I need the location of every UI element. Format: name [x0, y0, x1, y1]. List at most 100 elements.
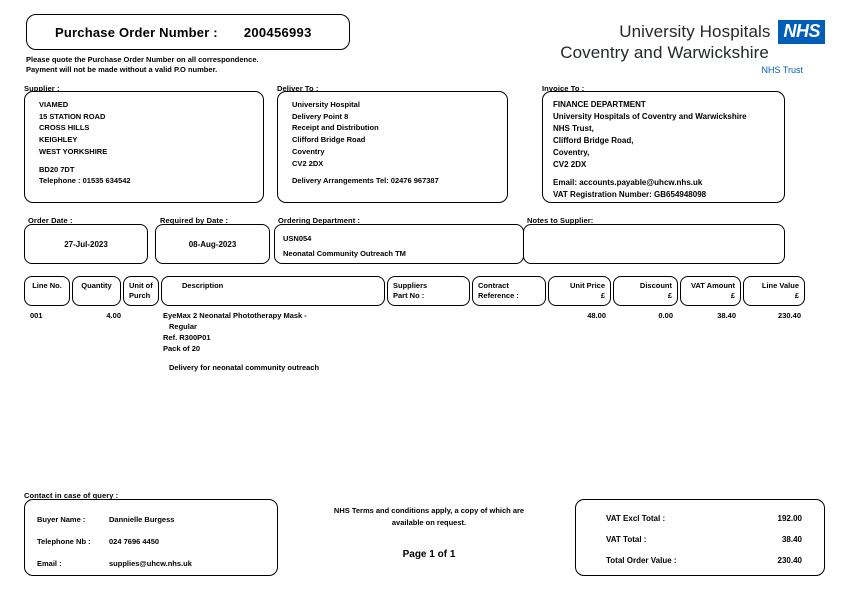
invoice-line-1: FINANCE DEPARTMENT — [553, 100, 646, 109]
column-header-supplier-line-2: Part No : — [393, 290, 425, 300]
terms-line-2: available on request. — [391, 517, 467, 527]
total-order-value-value: 230.40 — [777, 556, 802, 565]
supplier-postcode: BD20 7DT — [39, 164, 75, 174]
contact-details-box: Buyer Name : Dannielle Burgess Telephone… — [24, 499, 278, 576]
purchase-order-number-box: Purchase Order Number : 200456993 — [26, 14, 350, 50]
contact-row-buyer: Buyer Name : Dannielle Burgess — [37, 509, 277, 531]
table-row-delivery-note: Delivery for neonatal community outreach — [169, 363, 320, 372]
email-value: supplies@uhcw.nhs.uk — [109, 559, 192, 568]
totals-row-order-total: Total Order Value : 230.40 — [576, 550, 824, 571]
notes-to-supplier-label: Notes to Supplier: — [527, 216, 594, 225]
deliver-to-address-box: University Hospital Delivery Point 8 Rec… — [277, 91, 508, 203]
po-note-line-2: Payment will not be made without a valid… — [26, 65, 218, 74]
invoice-to-address-box: FINANCE DEPARTMENT University Hospitals … — [542, 91, 785, 203]
purchase-order-note: Please quote the Purchase Order Number o… — [26, 55, 446, 75]
page-number: Page 1 of 1 — [402, 549, 456, 560]
trust-name-line-2: Coventry and Warwickshire — [560, 43, 769, 62]
column-header-vat-line-1: VAT Amount — [690, 281, 735, 290]
column-header-quantity: Quantity — [72, 276, 121, 306]
department-code: USN054 — [283, 234, 312, 243]
purchase-order-number-label: Purchase Order Number : — [55, 24, 218, 40]
deliver-line-3: Receipt and Distribution — [292, 123, 379, 133]
buyer-name-label: Buyer Name : — [37, 515, 86, 524]
column-header-contract-line-1: Contract — [478, 281, 509, 290]
vat-excl-total-label: VAT Excl Total : — [606, 514, 666, 523]
invoice-line-4: Clifford Bridge Road, — [553, 136, 634, 145]
notes-to-supplier-box — [523, 224, 785, 264]
invoice-to-label: Invoice To : — [542, 84, 585, 93]
description-line-1: EyeMax 2 Neonatal Phototherapy Mask - — [163, 311, 307, 320]
column-header-discount-line-1: Discount — [639, 281, 672, 290]
required-by-date-label: Required by Date : — [160, 216, 229, 225]
supplier-line-2: 15 STATION ROAD — [39, 111, 106, 121]
column-header-suppliers-part-no: Suppliers Part No : — [387, 276, 470, 306]
terms-line-1: NHS Terms and conditions apply, a copy o… — [333, 506, 525, 515]
terms-and-conditions: NHS Terms and conditions apply, a copy o… — [300, 505, 558, 528]
table-row-unit-price: 48.00 — [587, 311, 606, 320]
table-row-quantity: 4.00 — [106, 311, 121, 320]
invoice-email: Email: accounts.payable@uhcw.nhs.uk — [553, 178, 703, 187]
column-header-value-currency: £ — [794, 290, 799, 300]
column-header-description-text: Description — [182, 281, 224, 290]
email-label: Email : — [37, 559, 62, 568]
table-row-vat-amount: 38.40 — [717, 311, 736, 320]
column-header-unit-price: Unit Price £ — [548, 276, 611, 306]
ordering-department-box: USN054 Neonatal Community Outreach TM — [274, 224, 524, 264]
column-header-price-currency: £ — [600, 290, 605, 300]
deliver-line-1: University Hospital — [292, 100, 360, 109]
column-header-quantity-text: Quantity — [81, 281, 112, 290]
invoice-line-5: Coventry, — [553, 148, 590, 157]
totals-row-vat-total: VAT Total : 38.40 — [576, 529, 824, 550]
supplier-line-1: VIAMED — [39, 100, 69, 109]
contact-row-email: Email : supplies@uhcw.nhs.uk — [37, 553, 277, 575]
invoice-line-6: CV2 2DX — [553, 160, 587, 169]
totals-box: VAT Excl Total : 192.00 VAT Total : 38.4… — [575, 499, 825, 576]
column-header-supplier-line-1: Suppliers — [393, 281, 428, 290]
column-header-unit-of-purchase: Unit of Purch — [123, 276, 159, 306]
table-row-discount: 0.00 — [658, 311, 673, 320]
trust-subtitle: NHS Trust — [761, 65, 803, 75]
invoice-line-2: University Hospitals of Coventry and War… — [553, 112, 747, 121]
order-date-value: 27-Jul-2023 — [64, 240, 108, 249]
delivery-arrangements: Delivery Arrangements Tel: 02476 967387 — [292, 176, 439, 186]
department-name: Neonatal Community Outreach TM — [283, 249, 406, 258]
column-header-vat-currency: £ — [730, 290, 735, 300]
description-line-3: Ref. R300P01 — [163, 333, 211, 342]
column-header-unit-line-1: Unit of — [129, 281, 153, 290]
supplier-telephone: Telephone : 01535 634542 — [39, 176, 131, 186]
column-header-contract-reference: Contract Reference : — [472, 276, 546, 306]
total-order-value-label: Total Order Value : — [606, 556, 677, 565]
buyer-name-value: Dannielle Burgess — [109, 515, 175, 524]
required-by-date-value: 08-Aug-2023 — [188, 240, 237, 249]
table-row-description: EyeMax 2 Neonatal Phototherapy Mask - Re… — [163, 310, 393, 354]
column-header-line-value: Line Value £ — [743, 276, 805, 306]
invoice-vat-registration: VAT Registration Number: GB654948098 — [553, 190, 707, 199]
contact-query-label: Contact in case of query : — [24, 491, 119, 500]
column-header-discount-currency: £ — [667, 290, 672, 300]
column-header-value-line-1: Line Value — [761, 281, 799, 290]
deliver-line-4: Clifford Bridge Road — [292, 135, 366, 145]
column-header-line-no: Line No. — [24, 276, 70, 306]
purchase-order-number-value: 200456993 — [243, 24, 312, 40]
totals-row-vat-excl: VAT Excl Total : 192.00 — [576, 508, 824, 529]
column-header-unit-line-2: Purch — [129, 290, 151, 300]
column-header-description: Description — [161, 276, 385, 306]
po-note-line-1: Please quote the Purchase Order Number o… — [26, 55, 259, 64]
trust-name-line-1: University Hospitals — [619, 22, 771, 41]
table-row-line-no: 001 — [30, 311, 43, 320]
table-row-line-value: 230.40 — [778, 311, 801, 320]
description-line-2: Regular — [169, 322, 197, 331]
supplier-line-3: CROSS HILLS — [39, 123, 90, 133]
description-line-4: Pack of 20 — [163, 344, 201, 353]
column-header-discount: Discount £ — [613, 276, 678, 306]
column-header-contract-line-2: Reference : — [478, 290, 519, 300]
supplier-line-5: WEST YORKSHIRE — [39, 146, 108, 156]
order-date-box: 27-Jul-2023 — [24, 224, 148, 264]
column-header-price-line-1: Unit Price — [569, 281, 605, 290]
vat-total-label: VAT Total : — [606, 535, 647, 544]
order-date-label: Order Date : — [28, 216, 73, 225]
contact-row-telephone: Telephone Nb : 024 7696 4450 — [37, 531, 277, 553]
telephone-value: 024 7696 4450 — [109, 537, 160, 546]
nhs-trust-logo: University Hospitals NHS Coventry and Wa… — [535, 20, 825, 75]
